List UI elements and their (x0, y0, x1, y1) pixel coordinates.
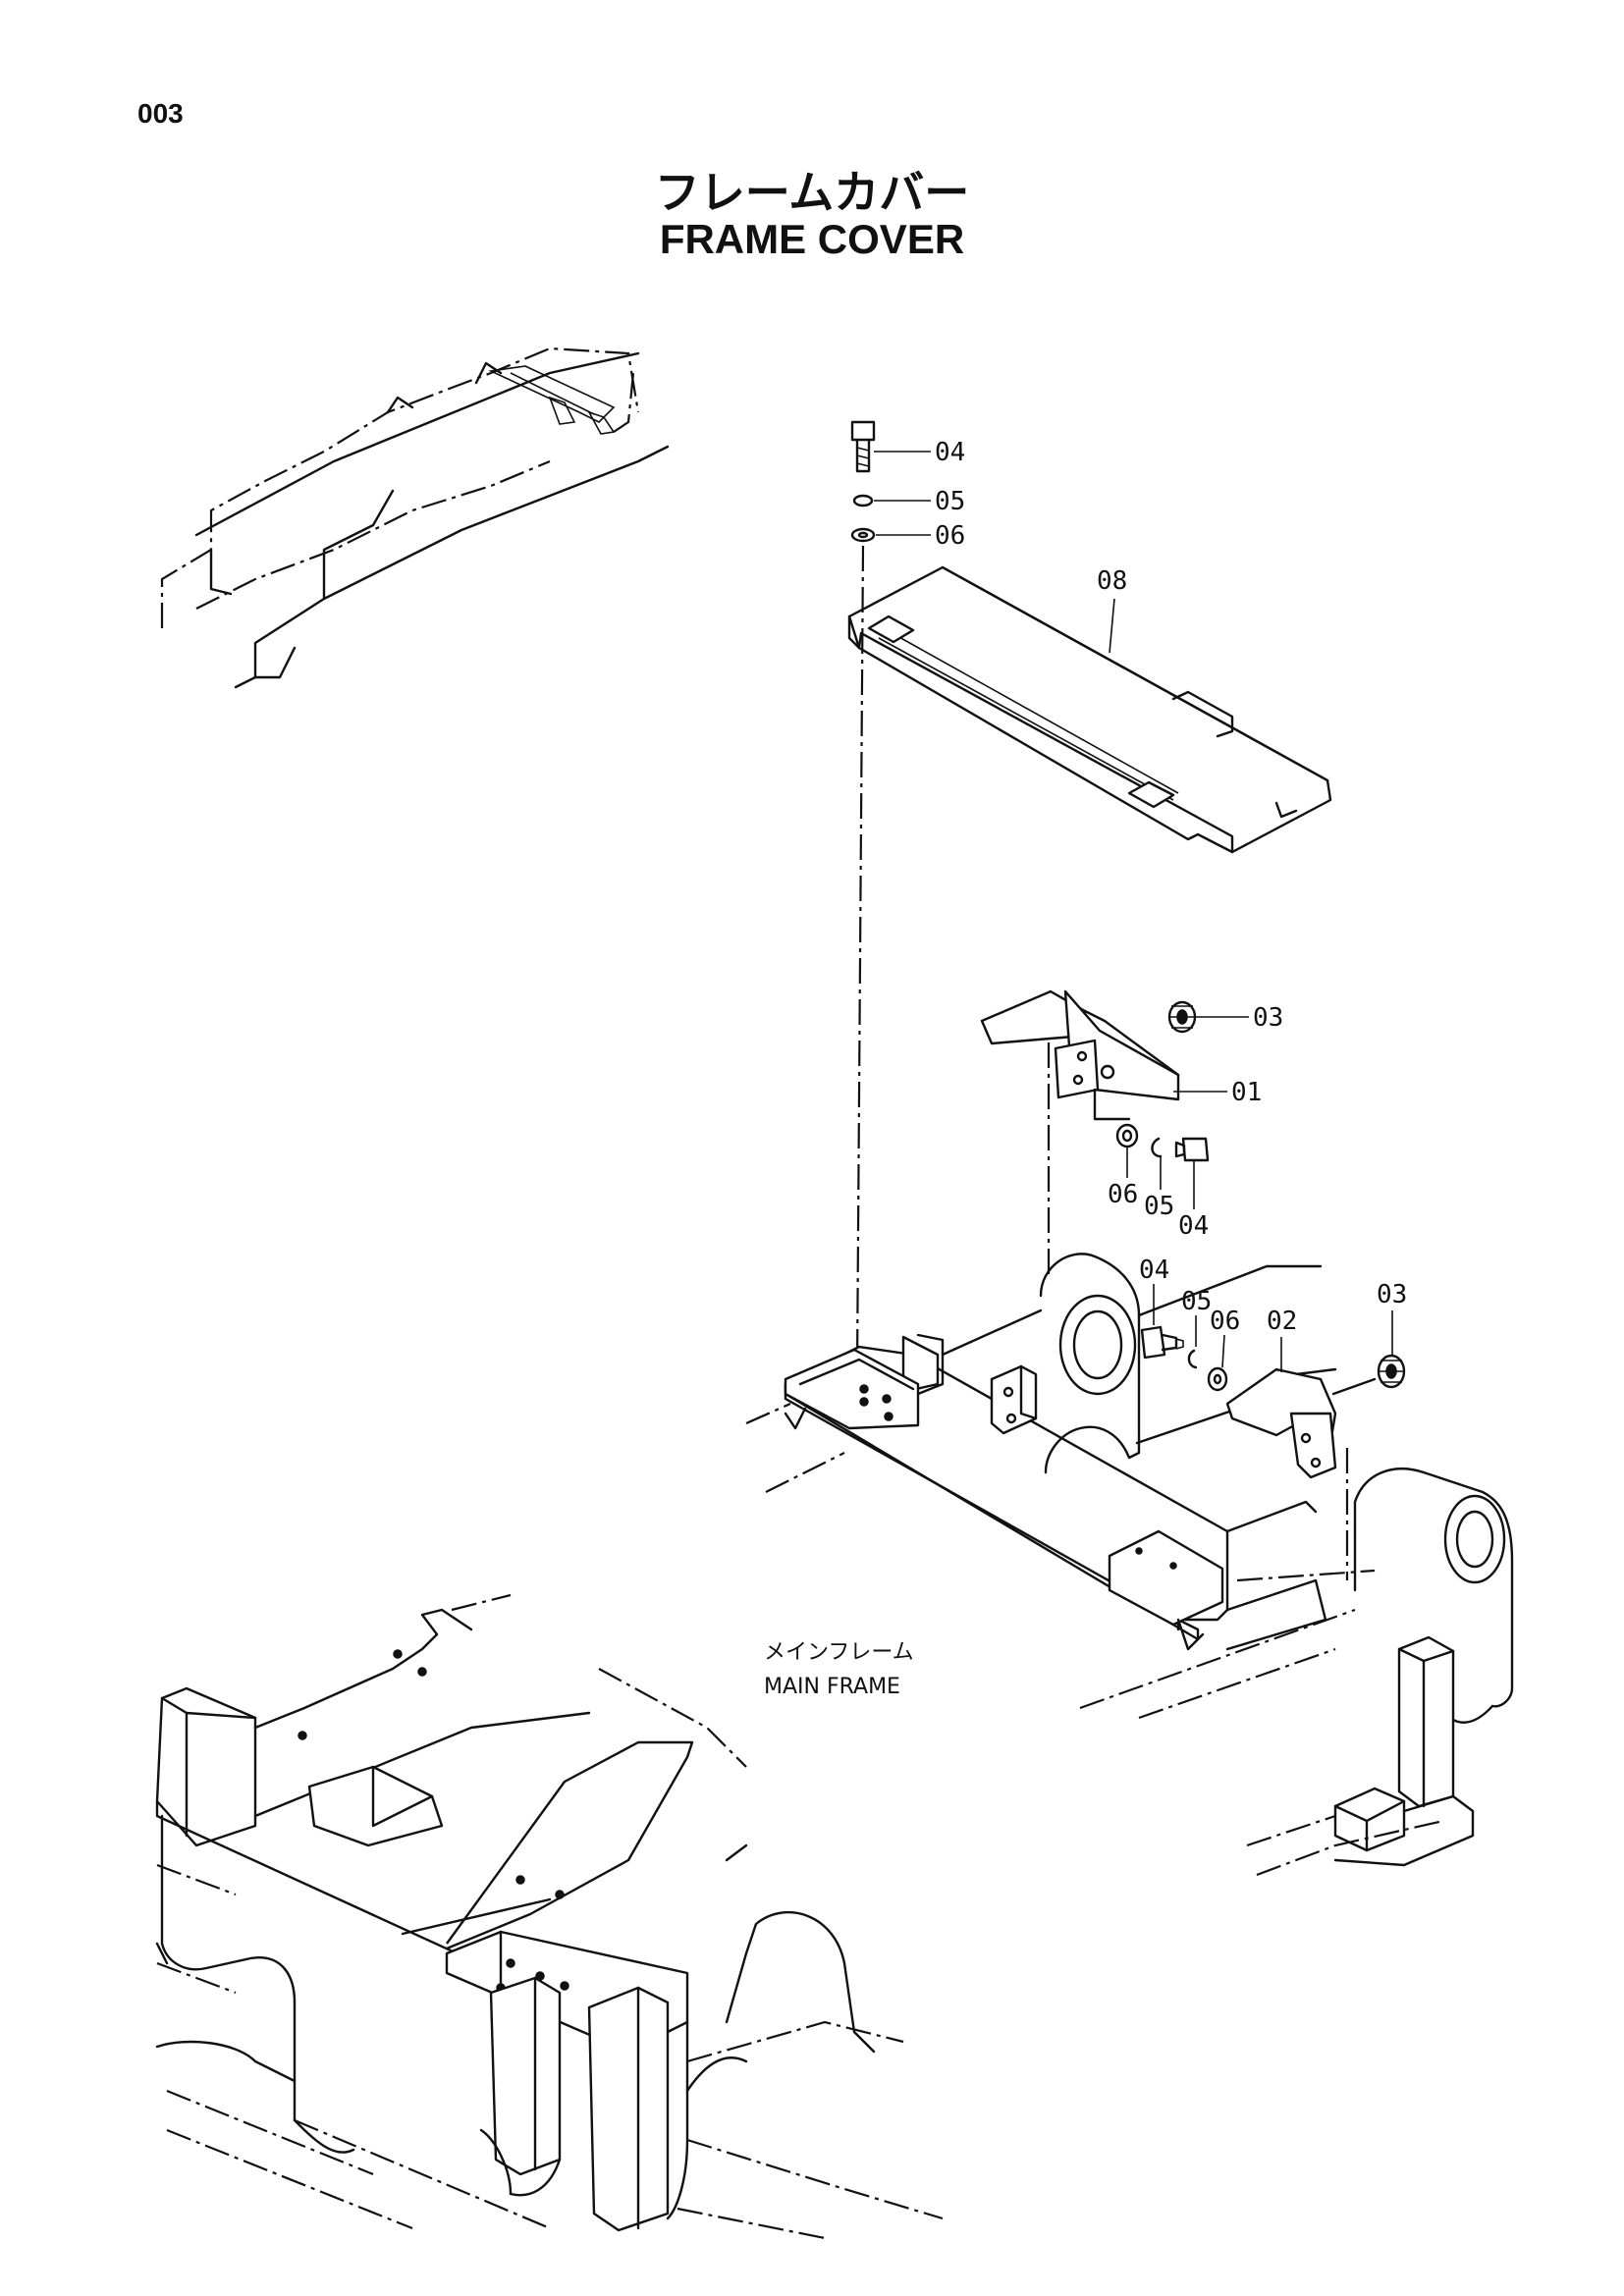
main-frame-crossmember (784, 1333, 1327, 1651)
callout-04-mid: 04 (1178, 1211, 1209, 1241)
callout-01: 01 (1231, 1078, 1262, 1107)
callout-06-mid: 06 (1108, 1180, 1138, 1209)
callout-03-lower: 03 (1377, 1280, 1407, 1309)
nut-03-upper (1167, 1000, 1197, 1034)
leader-lines (874, 451, 1393, 1372)
callout-03-upper: 03 (1253, 1003, 1283, 1033)
top-fastener-stack (850, 420, 876, 1370)
callout-02: 02 (1267, 1307, 1297, 1336)
callout-06-low: 06 (1210, 1307, 1240, 1336)
callout-08: 08 (1097, 566, 1127, 596)
overview-frame-sketch (160, 347, 670, 689)
title-english: FRAME COVER (659, 216, 965, 262)
title-japanese: フレームカバー (654, 166, 970, 219)
callout-06-top: 06 (935, 521, 965, 551)
nut-03-lower (1377, 1354, 1406, 1389)
bracket-02 (1225, 1367, 1377, 1580)
callout-labels: 04 05 06 08 03 01 06 05 04 04 05 06 02 0… (764, 438, 1407, 1699)
bracket-02-fasteners (1140, 1325, 1228, 1392)
side-plate (990, 1364, 1038, 1435)
callout-04-top: 04 (935, 438, 965, 467)
lower-main-frame-sketch (155, 1593, 944, 2240)
bracket-01 (980, 989, 1180, 1276)
callout-05-mid: 05 (1144, 1192, 1174, 1221)
caption-main-frame-japanese: メインフレーム (764, 1640, 914, 1665)
page-number: 003 (137, 98, 184, 129)
callout-05-top: 05 (935, 487, 965, 516)
callout-05-low: 05 (1181, 1287, 1212, 1316)
bracket-01-fasteners (1115, 1123, 1210, 1162)
callout-04-low: 04 (1139, 1255, 1169, 1285)
caption-main-frame-english: MAIN FRAME (764, 1675, 900, 1699)
frame-cover-plate (847, 565, 1332, 854)
main-frame-body (745, 1253, 1514, 1877)
